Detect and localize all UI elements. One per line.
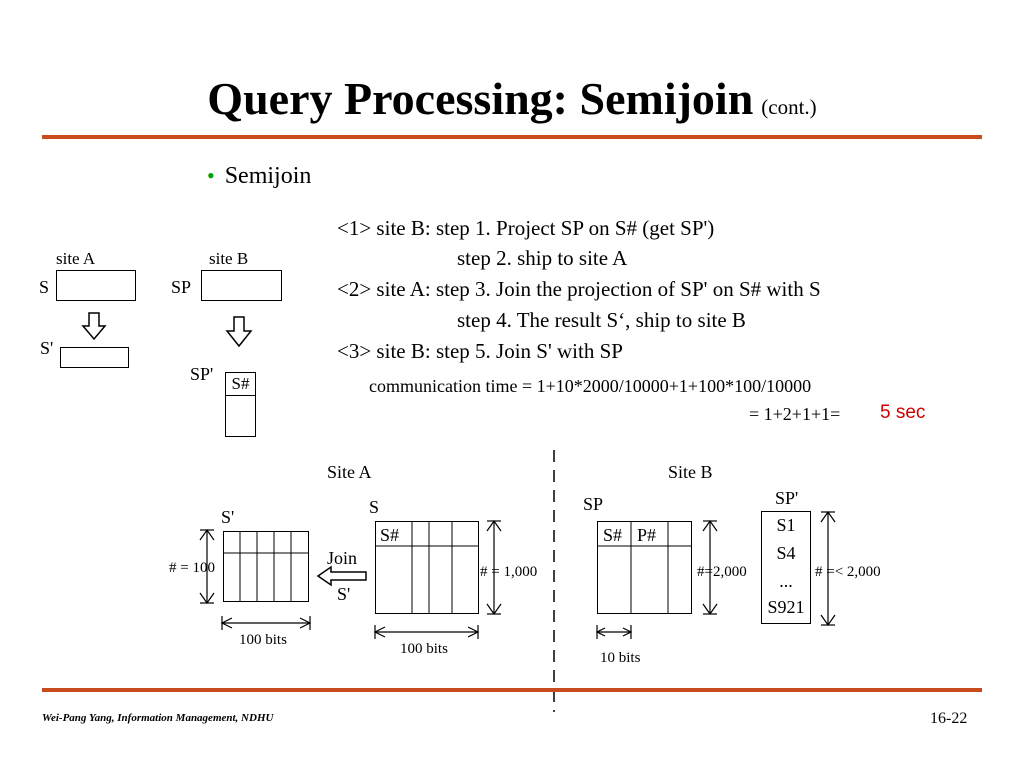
slide-title: Query Processing: Semijoin (cont.) — [0, 72, 1024, 125]
top-rule — [42, 135, 982, 139]
bottom-sp-prime-row: ... — [779, 571, 793, 591]
comm-time-line-1: communication time = 1+10*2000/10000+1+1… — [369, 376, 812, 396]
count-le-2000-label: # =< 2,000 — [815, 564, 881, 580]
top-s-prime-label: S' — [40, 338, 54, 358]
bits-10-label: 10 bits — [600, 650, 641, 666]
sp-table-grid-lines — [597, 521, 692, 614]
s-prime-grid-lines — [223, 531, 309, 602]
bottom-site-a-label: Site A — [327, 462, 372, 482]
footer-author: Wei-Pang Yang, Information Management, N… — [42, 712, 274, 724]
comm-time-line-2: = 1+2+1+1= — [749, 404, 841, 424]
top-site-a-label: site A — [56, 249, 96, 268]
bottom-sp-prime-row: S4 — [776, 543, 796, 563]
bottom-sp-prime-label: SP' — [775, 488, 799, 508]
step-line-4: step 4. The result S‘, ship to site B — [457, 308, 746, 332]
top-site-b-label: site B — [209, 249, 249, 268]
left-arrow-icon — [316, 565, 367, 587]
dimension-markers — [199, 510, 836, 639]
top-s-hash-cell: S# — [226, 373, 255, 396]
title-main: Query Processing: Semijoin — [207, 73, 754, 124]
step-line-5: <3> site B: step 5. Join S' with SP — [337, 339, 623, 363]
down-arrow-icon — [225, 316, 253, 348]
bottom-sp-p-hash-header: P# — [637, 525, 657, 545]
top-sp-label: SP — [171, 277, 192, 297]
bottom-sp-label: SP — [583, 494, 604, 514]
step-line-1: <1> site B: step 1. Project SP on S# (ge… — [337, 216, 715, 240]
title-sub: (cont.) — [761, 95, 817, 119]
bottom-site-b-label: Site B — [668, 462, 713, 482]
top-s-prime-table — [60, 347, 129, 368]
down-arrow-icon — [81, 312, 107, 341]
step-line-3: <2> site A: step 3. Join the projection … — [337, 277, 821, 301]
bottom-s-table — [375, 521, 479, 614]
top-sp-prime-label: SP' — [190, 364, 214, 384]
s-table-grid-lines — [375, 521, 479, 614]
bits-100-s-prime-label: 100 bits — [239, 632, 287, 648]
bottom-rule — [42, 688, 982, 692]
count-100-label: # = 100 — [169, 560, 215, 576]
top-sp-table — [201, 270, 282, 301]
bullet-label: Semijoin — [224, 163, 312, 189]
bottom-sp-table — [597, 521, 692, 614]
bottom-sp-prime-row: S921 — [767, 597, 805, 617]
bottom-s-hash-header: S# — [380, 525, 400, 545]
join-sub-label: S' — [337, 584, 351, 604]
bits-100-s-label: 100 bits — [400, 641, 448, 657]
bottom-s-prime-label: S' — [221, 507, 235, 527]
join-label: Join — [327, 548, 358, 568]
top-s-label: S — [39, 277, 50, 297]
bottom-s-label: S — [369, 497, 380, 517]
step-line-2: step 2. ship to site A — [457, 246, 628, 270]
bottom-sp-prime-row: S1 — [776, 515, 796, 535]
bottom-sp-prime-table — [761, 511, 811, 624]
top-sp-prime-table: S# — [225, 372, 256, 437]
page-number: 16-22 — [930, 710, 968, 727]
bottom-sp-s-hash-header: S# — [603, 525, 623, 545]
top-s-table — [56, 270, 136, 301]
comm-time-result: 5 sec — [880, 402, 926, 423]
bottom-s-prime-table — [223, 531, 309, 602]
bullet-dot-icon: • — [207, 163, 215, 188]
bullet-item: • Semijoin — [207, 163, 311, 190]
